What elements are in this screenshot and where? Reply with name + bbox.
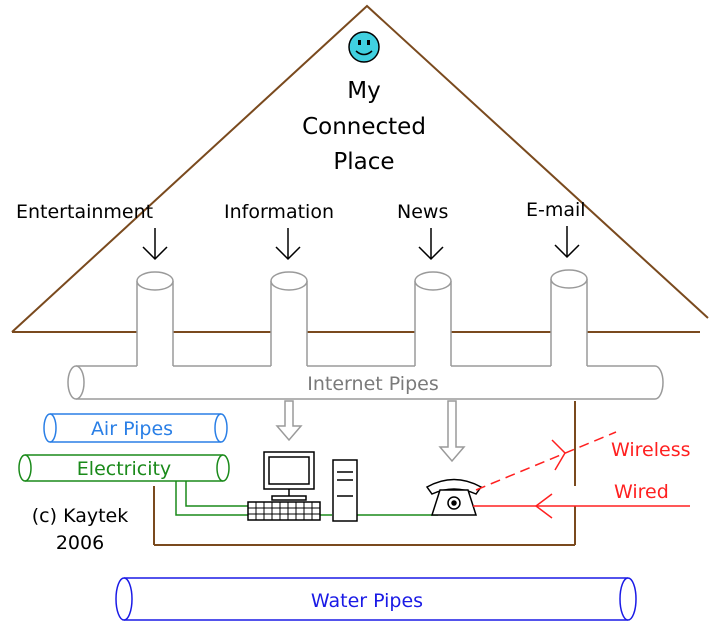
copyright-line-1: (c) Kaytek — [32, 505, 128, 527]
hollow-down-arrow-icon — [438, 400, 466, 463]
title-line-2: Connected — [302, 114, 426, 140]
down-arrow-icon — [142, 228, 168, 261]
source-label-information: Information — [224, 201, 334, 223]
internet-pipes-label: Internet Pipes — [307, 373, 438, 395]
wireless-link — [475, 431, 617, 491]
electricity-label: Electricity — [77, 458, 171, 480]
wireless-label: Wireless — [611, 439, 691, 461]
hollow-down-arrow-icon — [275, 400, 303, 442]
telephone-icon — [425, 478, 483, 516]
house-walls — [153, 401, 576, 546]
electricity-pipe — [18, 454, 230, 482]
air-pipes-label: Air Pipes — [91, 418, 173, 440]
down-arrow-icon — [554, 226, 580, 259]
copyright-line-2: 2006 — [56, 532, 104, 554]
electric-wire — [175, 481, 438, 516]
water-pipe — [115, 577, 637, 621]
internet-pipe-main — [67, 365, 664, 400]
internet-pipe-feeder — [136, 271, 174, 366]
computer-icon — [247, 451, 358, 522]
title-line-3: Place — [333, 149, 394, 175]
wired-link — [473, 493, 690, 519]
source-label-email: E-mail — [526, 199, 586, 221]
source-label-entertainment: Entertainment — [16, 201, 153, 223]
internet-pipe-feeder — [550, 269, 588, 366]
title-line-1: My — [347, 78, 380, 104]
wired-label: Wired — [614, 481, 669, 503]
down-arrow-icon — [275, 228, 301, 261]
air-pipe — [43, 413, 228, 443]
water-pipes-label: Water Pipes — [311, 590, 423, 612]
smiley-icon — [348, 31, 380, 63]
roof — [11, 4, 709, 333]
internet-pipe-feeder — [414, 271, 452, 366]
down-arrow-icon — [418, 228, 444, 261]
source-label-news: News — [397, 201, 448, 223]
internet-pipe-feeder — [270, 271, 308, 366]
